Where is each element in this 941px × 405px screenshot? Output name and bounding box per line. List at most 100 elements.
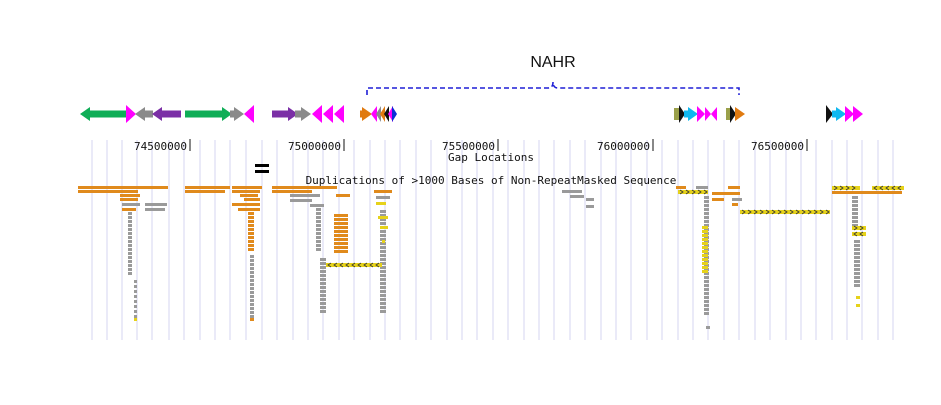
sd-arrowhead: [312, 105, 322, 123]
duplication-feature: [232, 203, 260, 206]
ruler-tick-label: 74500000: [134, 140, 187, 153]
sd-arrowhead: [826, 105, 833, 123]
duplication-feature: [134, 300, 137, 303]
duplications-track-features: [78, 185, 904, 329]
duplication-feature: [272, 186, 337, 189]
duplication-feature: [320, 306, 326, 309]
duplication-feature: [704, 308, 709, 311]
duplication-feature: [704, 252, 709, 255]
duplication-feature: [134, 285, 137, 288]
duplication-feature: [702, 270, 708, 273]
sd-arrowhead: [384, 106, 389, 122]
duplication-feature: [250, 283, 254, 286]
sd-arrowhead: [679, 105, 685, 123]
duplication-strand-marks: [327, 262, 380, 268]
duplication-feature: [326, 263, 382, 267]
ruler-tick: 75500000: [442, 139, 499, 153]
duplication-strand-marks: [679, 189, 708, 195]
duplication-feature: [244, 198, 260, 201]
duplication-feature: [702, 262, 708, 265]
duplication-feature: [704, 204, 709, 207]
duplication-feature: [378, 216, 388, 219]
duplication-feature: [702, 234, 708, 237]
sd-arrowhead: [711, 107, 717, 121]
duplication-feature: [316, 208, 321, 211]
duplication-feature: [380, 214, 386, 217]
duplication-feature: [678, 190, 708, 194]
duplication-feature: [704, 240, 709, 243]
duplication-feature: [704, 292, 709, 295]
duplication-feature: [852, 216, 858, 219]
sd-arrow: [80, 107, 126, 121]
duplication-feature: [704, 232, 709, 235]
duplication-feature: [250, 271, 254, 274]
duplication-feature: [704, 296, 709, 299]
sd-block: [726, 108, 731, 120]
duplication-feature: [320, 282, 326, 285]
duplication-feature: [334, 218, 348, 221]
duplication-feature: [250, 255, 254, 258]
duplication-feature: [380, 246, 386, 249]
sd-arrowhead: [845, 106, 854, 122]
duplication-feature: [248, 248, 254, 251]
duplication-feature: [676, 186, 686, 189]
gap-locations-track-label: Gap Locations: [448, 151, 534, 164]
duplication-feature: [185, 186, 230, 189]
duplication-feature: [854, 252, 860, 255]
duplication-feature: [134, 318, 137, 321]
duplication-feature: [702, 230, 708, 233]
duplication-feature: [134, 315, 137, 318]
duplication-feature: [380, 234, 386, 237]
duplication-feature: [374, 190, 392, 193]
duplication-feature: [852, 208, 858, 211]
duplication-feature: [250, 295, 254, 298]
duplication-feature: [128, 252, 132, 255]
duplication-feature: [238, 208, 260, 211]
duplication-feature: [248, 212, 254, 215]
duplication-feature: [248, 236, 254, 239]
duplication-feature: [704, 280, 709, 283]
duplication-feature: [240, 194, 258, 197]
duplication-feature: [586, 205, 594, 208]
duplication-feature: [250, 311, 254, 314]
duplication-feature: [702, 226, 708, 229]
duplication-feature: [232, 190, 260, 193]
duplication-feature: [78, 190, 138, 193]
duplication-feature: [145, 208, 165, 211]
duplication-feature: [380, 282, 386, 285]
duplication-feature: [320, 294, 326, 297]
duplication-feature: [250, 315, 254, 318]
duplication-feature: [120, 198, 138, 201]
sd-arrowhead: [376, 106, 381, 122]
sd-arrow: [272, 107, 298, 121]
duplication-feature: [250, 259, 254, 262]
sd-arrowhead: [323, 105, 333, 123]
duplication-feature: [316, 248, 321, 251]
duplication-feature: [334, 230, 348, 233]
nahr-annotation: NAHR: [366, 54, 740, 95]
ruler-tick: 74500000: [134, 139, 191, 153]
duplication-feature: [852, 196, 858, 199]
duplication-feature: [704, 284, 709, 287]
duplication-strand-marks: [833, 185, 856, 191]
duplication-feature: [380, 302, 386, 305]
duplication-feature: [702, 254, 708, 257]
duplication-feature: [248, 220, 254, 223]
duplication-feature: [380, 222, 386, 225]
duplications-track-label: Duplications of >1000 Bases of Non-Repea…: [306, 174, 677, 187]
duplication-feature: [380, 230, 386, 233]
sd-arrow: [295, 107, 311, 121]
duplication-feature: [852, 220, 858, 223]
duplication-feature: [128, 268, 132, 271]
duplication-feature: [704, 312, 709, 315]
duplication-feature: [380, 242, 386, 245]
gridlines: [91, 140, 894, 340]
sd-arrow: [152, 107, 181, 121]
duplication-feature: [248, 216, 254, 219]
ruler-tick-label: 75000000: [288, 140, 341, 153]
duplication-feature: [706, 326, 710, 329]
duplication-feature: [380, 298, 386, 301]
duplication-feature: [704, 196, 709, 199]
duplication-feature: [704, 288, 709, 291]
ruler-tick-label: 76500000: [751, 140, 804, 153]
